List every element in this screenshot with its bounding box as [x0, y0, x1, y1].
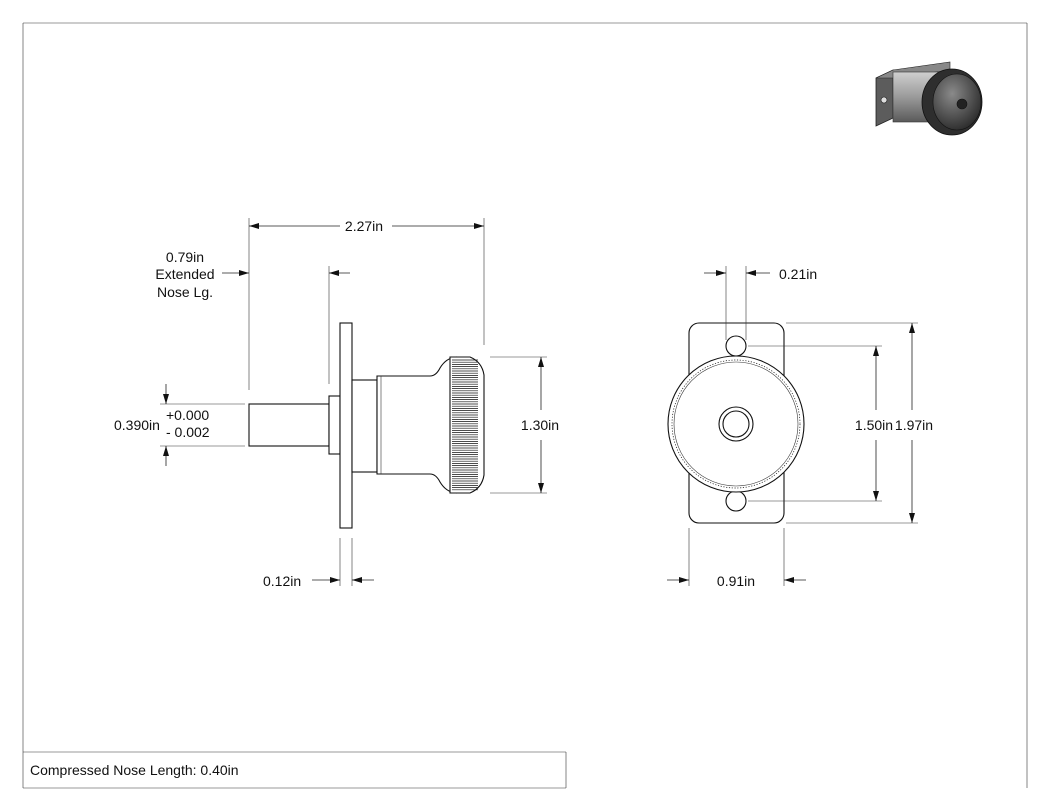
extended-nose-value: 0.79in [166, 249, 204, 265]
extended-nose-line1: Extended [155, 266, 214, 282]
body-neck [351, 379, 378, 473]
flange-plate [339, 322, 353, 529]
overall-length-label: 2.27in [345, 218, 383, 234]
nose-collar [328, 395, 341, 455]
compressed-nose-note: Compressed Nose Length: 0.40in [30, 762, 239, 778]
mount-hole-bottom [725, 490, 747, 512]
nose-front-inner [722, 410, 750, 438]
sheet-border [22, 22, 1028, 789]
knob-diameter-label: 1.30in [521, 417, 559, 433]
nose-diameter-label: 0.390in [114, 417, 160, 433]
flange-thickness-label: 0.12in [263, 573, 301, 589]
hole-spacing-label: 1.50in [855, 417, 893, 433]
knob-knurling [452, 359, 478, 491]
extended-nose-line2: Nose Lg. [157, 284, 213, 300]
front-view [667, 322, 805, 524]
side-view [248, 322, 485, 529]
front-view-dimensions: 0.21in 1.50in 1.97in 0.91in [667, 266, 933, 589]
mount-hole-top [725, 335, 747, 357]
isometric-thumbnail [875, 61, 983, 136]
flange-height-label: 1.97in [895, 417, 933, 433]
body-barrel [376, 356, 457, 494]
hole-diameter-label: 0.21in [779, 266, 817, 282]
tolerance-minus: - 0.002 [166, 424, 210, 440]
tolerance-plus: +0.000 [166, 407, 209, 423]
side-view-dimensions: 2.27in 0.79in Extended Nose Lg. 0.390in … [114, 218, 559, 589]
nose-pin [248, 403, 330, 447]
flange-width-label: 0.91in [717, 573, 755, 589]
